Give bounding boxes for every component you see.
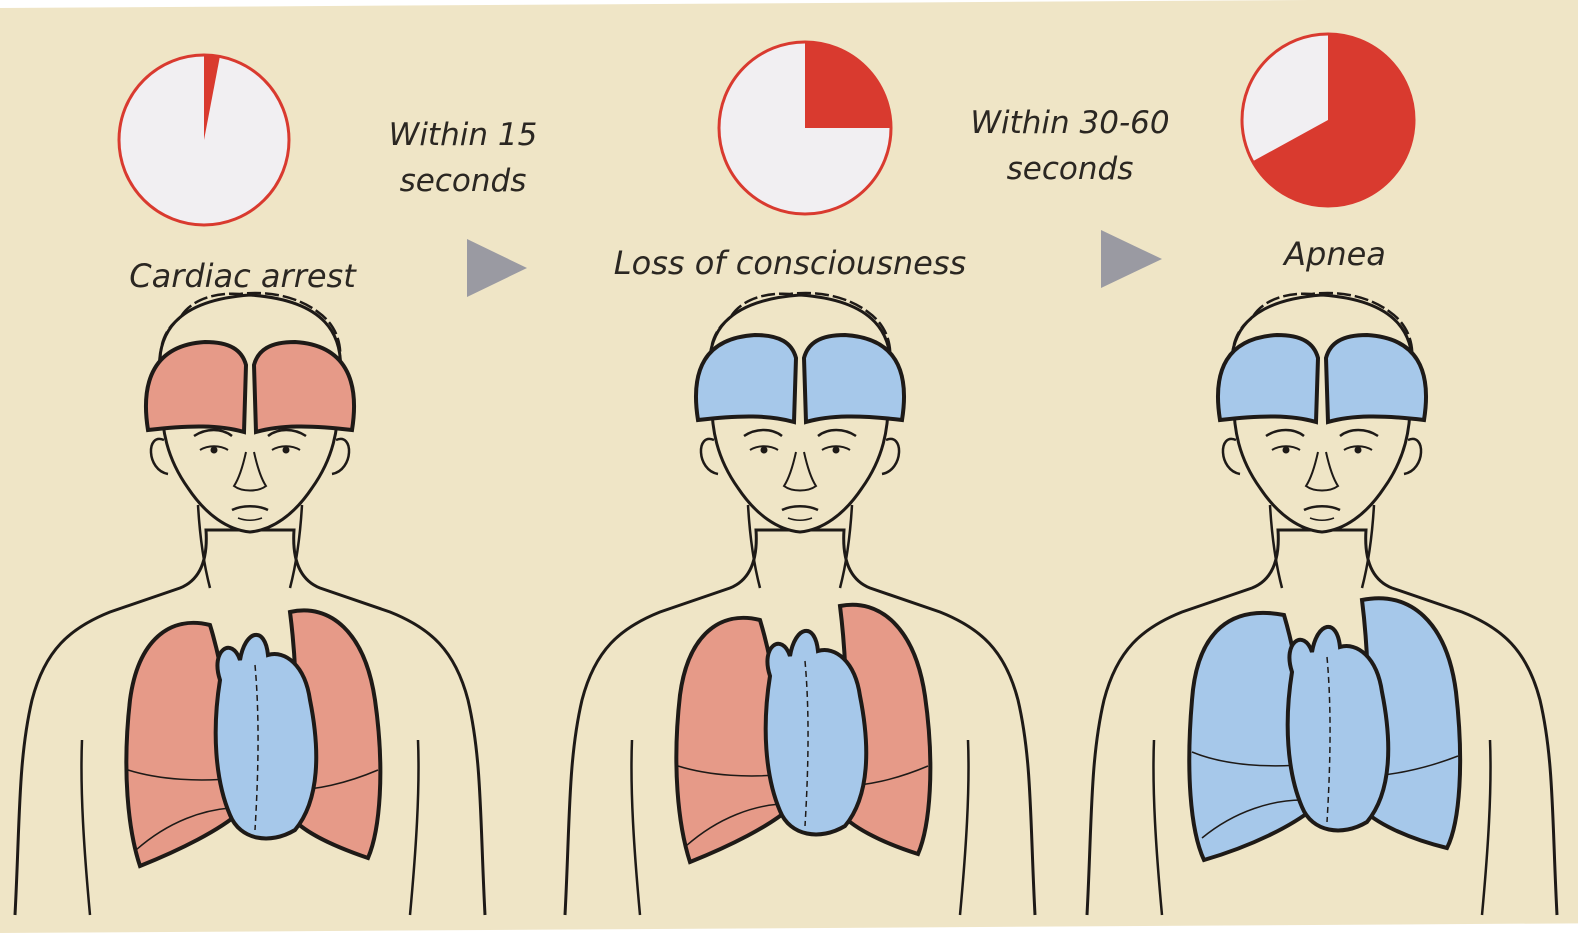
interval-line-1: Within 30-60 [955, 100, 1185, 146]
interval-label-2: Within 30-60 seconds [955, 100, 1185, 192]
stage-label-loss-of-consciousness: Loss of consciousness [600, 241, 980, 285]
timer-clock-3 [1242, 34, 1414, 206]
stage-label-cardiac-arrest: Cardiac arrest [110, 254, 375, 298]
interval-line-2: seconds [955, 146, 1185, 192]
interval-line-2: seconds [368, 158, 558, 204]
timer-clock-1 [119, 55, 289, 225]
figure-3 [1087, 293, 1557, 915]
timer-clock-2 [719, 42, 891, 214]
arrow-right-icon [467, 239, 527, 297]
stage-label-apnea: Apnea [1255, 232, 1415, 276]
figure-2 [565, 293, 1035, 915]
arrow-right-icon [1101, 230, 1162, 288]
interval-line-1: Within 15 [368, 112, 558, 158]
timer-fill-2 [805, 43, 890, 128]
interval-label-1: Within 15 seconds [368, 112, 558, 204]
figure-1 [15, 293, 485, 915]
